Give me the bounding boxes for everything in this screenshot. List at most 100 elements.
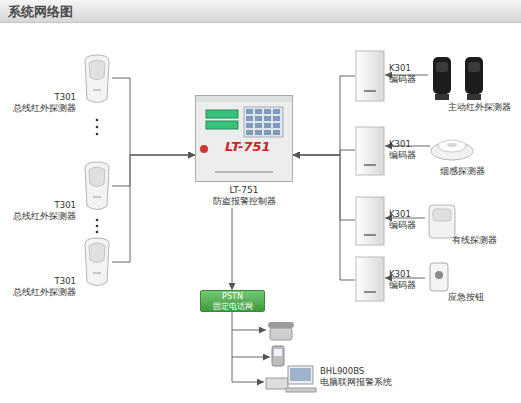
node-label: BHL900BS 电脑联网报警系统 bbox=[320, 366, 390, 388]
node-label: K301 编码器 bbox=[389, 139, 419, 161]
pir-detector bbox=[85, 238, 109, 286]
wired-detector-body bbox=[429, 205, 455, 238]
key bbox=[273, 123, 280, 128]
beam-unit bbox=[433, 57, 451, 94]
computer-monitor bbox=[288, 366, 313, 384]
key bbox=[264, 116, 271, 121]
connector-arrow bbox=[232, 312, 264, 382]
beam-base bbox=[435, 94, 449, 100]
node-label: T301 总线红外探测器 bbox=[10, 92, 76, 114]
ellipsis-dot bbox=[96, 231, 99, 234]
node-box: 烟感探测器 bbox=[430, 130, 490, 178]
branch-wire bbox=[232, 330, 266, 331]
button-key bbox=[435, 271, 443, 279]
key bbox=[246, 109, 253, 114]
key bbox=[255, 116, 262, 121]
beam-lens bbox=[468, 62, 480, 72]
node-label: 应急按钮 bbox=[448, 291, 484, 304]
node-box: K301 编码器 bbox=[355, 256, 385, 302]
header-rule bbox=[0, 22, 521, 23]
encoder-mark bbox=[364, 234, 376, 236]
node-box: 有线探测器 bbox=[425, 202, 497, 247]
smoke-detector-vent bbox=[447, 143, 457, 147]
connector-arrow bbox=[112, 155, 195, 186]
node-box: T301 总线红外探测器 bbox=[80, 52, 112, 108]
node-box: 主动红外探测器 bbox=[428, 52, 516, 114]
mobile-body bbox=[272, 346, 284, 366]
key bbox=[246, 116, 253, 121]
connector-arrow bbox=[293, 76, 355, 155]
encoder-body bbox=[356, 257, 384, 301]
pir-detector bbox=[85, 162, 109, 210]
beam-unit bbox=[465, 57, 483, 94]
panel-stripe bbox=[215, 171, 273, 173]
encoder-mark bbox=[364, 291, 376, 293]
panel-keypad bbox=[244, 107, 283, 137]
key bbox=[246, 123, 253, 128]
diagram-title: 系统网络图 bbox=[8, 3, 73, 21]
node-label: K301 编码器 bbox=[389, 269, 419, 291]
node-label: K301 编码器 bbox=[389, 63, 419, 85]
key bbox=[264, 109, 271, 114]
computer-keyboard bbox=[286, 388, 316, 392]
node-box: PSTN 固定电话网 bbox=[200, 290, 265, 312]
ellipsis-dot bbox=[96, 126, 99, 129]
panel-body bbox=[196, 96, 293, 182]
node-label: LT-751 bbox=[225, 139, 271, 154]
node-label: PSTN 固定电话网 bbox=[210, 292, 255, 312]
pir-detector bbox=[85, 55, 109, 103]
node-box: BHL900BS 电脑联网报警系统 bbox=[264, 366, 318, 392]
node-box: T301 总线红外探测器 bbox=[80, 236, 112, 292]
ellipsis-dot bbox=[96, 219, 99, 222]
node-box: 应急按钮 bbox=[425, 260, 487, 304]
panel-display bbox=[206, 110, 238, 118]
ellipsis-dot bbox=[96, 225, 99, 228]
phone-handset bbox=[268, 322, 294, 328]
ellipsis-dot bbox=[96, 119, 99, 122]
ellipsis-dot bbox=[96, 133, 99, 136]
node-box: K301 编码器 bbox=[355, 126, 385, 176]
header-band bbox=[0, 0, 521, 22]
key bbox=[273, 130, 280, 135]
node-label: LT-751 防盗报警控制器 bbox=[209, 185, 279, 207]
panel-logo bbox=[200, 145, 208, 153]
node-label: 烟感探测器 bbox=[440, 165, 485, 178]
connector-arrow bbox=[293, 155, 355, 220]
node-label: 有线探测器 bbox=[452, 234, 497, 247]
connector-arrow bbox=[112, 155, 195, 262]
connector-arrow bbox=[232, 208, 233, 290]
key bbox=[264, 130, 271, 135]
computer-screen bbox=[290, 368, 311, 381]
node-box: K301 编码器 bbox=[355, 196, 385, 246]
encoder-body bbox=[356, 197, 384, 245]
button-body bbox=[430, 263, 448, 291]
branch-wire bbox=[232, 357, 270, 358]
mobile-screen bbox=[274, 349, 282, 356]
panel-display bbox=[206, 121, 238, 129]
keypad-keys bbox=[246, 109, 280, 135]
wired-detector-lens bbox=[433, 209, 451, 221]
beam-lens bbox=[436, 62, 448, 72]
panel-top bbox=[196, 96, 292, 102]
phone-body bbox=[270, 328, 292, 340]
connector-arrow bbox=[112, 78, 195, 155]
beam-base bbox=[467, 94, 481, 100]
encoder-body bbox=[356, 127, 384, 175]
node-box: K301 编码器 bbox=[355, 50, 385, 102]
node-box: T301 总线红外探测器 bbox=[80, 160, 112, 216]
node-label: K301 编码器 bbox=[389, 209, 419, 231]
encoder-mark bbox=[364, 164, 376, 166]
key bbox=[273, 116, 280, 121]
node-label: T301 总线红外探测器 bbox=[10, 200, 76, 222]
encoder-body bbox=[356, 51, 384, 101]
key bbox=[255, 130, 262, 135]
encoder-mark bbox=[364, 90, 376, 92]
smoke-detector-top bbox=[438, 140, 466, 152]
key bbox=[273, 109, 280, 114]
connector-arrow bbox=[293, 155, 355, 280]
node-box: LT-751LT-751 防盗报警控制器 bbox=[195, 95, 293, 208]
node-label: 主动红外探测器 bbox=[448, 101, 511, 114]
key bbox=[255, 109, 262, 114]
connector-arrow bbox=[293, 150, 355, 155]
